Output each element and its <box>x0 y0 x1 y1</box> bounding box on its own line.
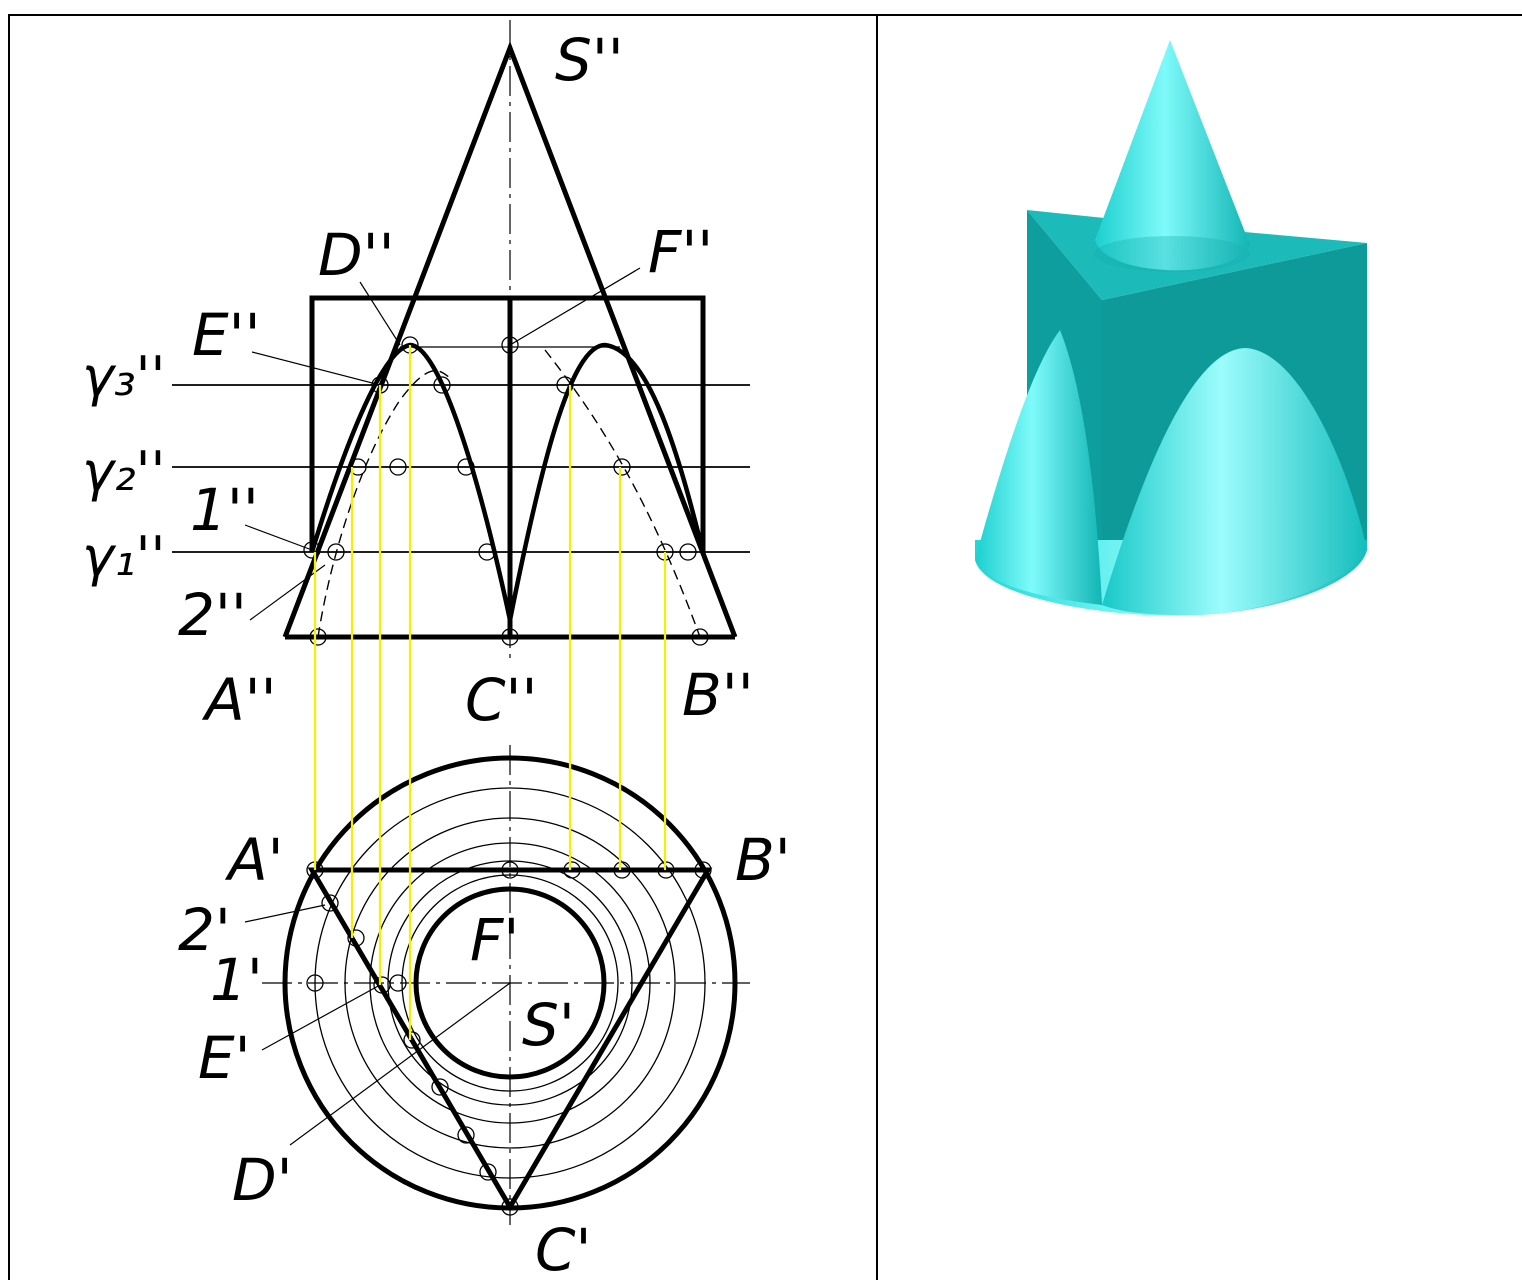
hidden-curve-right <box>544 349 701 638</box>
labels: S'' D'' F'' E'' γ₃'' γ₂'' 1'' γ₁'' 2'' A… <box>82 26 791 1280</box>
label-2-top: 2' <box>178 896 231 964</box>
label-D1: D' <box>232 1146 293 1214</box>
leader-E1 <box>261 984 381 1051</box>
label-S2: S'' <box>555 26 624 94</box>
label-S1: S' <box>522 991 575 1059</box>
label-A2: A'' <box>201 666 277 734</box>
label-E1: E' <box>198 1024 251 1092</box>
label-B2: B'' <box>682 661 754 729</box>
label-gamma2: γ₂'' <box>82 440 165 503</box>
table-frame <box>8 14 1522 1280</box>
projection-lines <box>313 345 667 1040</box>
leader-D1 <box>289 982 511 1146</box>
label-F1: F' <box>470 906 519 974</box>
front-points <box>303 336 709 646</box>
label-C2: C'' <box>465 666 537 734</box>
curve-right <box>507 342 706 621</box>
label-1-front: 1'' <box>190 476 259 544</box>
label-gamma3: γ₃'' <box>82 345 165 408</box>
label-C1: C' <box>535 1216 591 1280</box>
leader-2 <box>249 564 326 621</box>
label-2-front: 2'' <box>178 581 247 649</box>
label-E2: E'' <box>192 301 261 369</box>
table-divider <box>876 14 878 1280</box>
label-gamma1: γ₁'' <box>82 525 165 588</box>
drawing-lines <box>172 20 750 1225</box>
label-B1: B' <box>735 826 791 894</box>
cone-top-circle <box>413 886 607 1080</box>
auxiliary-circles <box>314 787 706 1179</box>
cone-front-outline <box>282 40 738 638</box>
leader-E2 <box>251 351 381 386</box>
label-1-top: 1' <box>210 946 263 1014</box>
label-A1: A' <box>224 826 284 894</box>
leader-D2 <box>359 281 401 346</box>
leader-1 <box>244 524 313 551</box>
label-F2: F'' <box>648 218 713 286</box>
leader-2-top <box>244 904 326 923</box>
leader-F2 <box>509 267 641 346</box>
label-D2: D'' <box>318 221 395 289</box>
hidden-curve-left <box>317 370 451 638</box>
